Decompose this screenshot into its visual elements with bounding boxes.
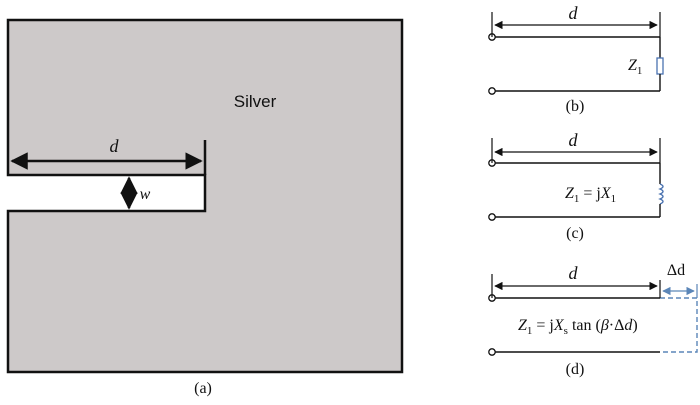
impedance-icon (656, 57, 664, 75)
input-port-bottom (488, 213, 496, 221)
slot-width-symbol: w (140, 186, 151, 203)
load-label: Z1 (628, 57, 642, 77)
caption-d: (d) (566, 361, 585, 378)
panel-d: d Δd Z1 = jXs tan (β·Δd) (d) (488, 262, 698, 378)
silver-label: Silver (234, 92, 277, 111)
caption-c: (c) (566, 225, 584, 242)
input-port-bottom (488, 348, 496, 356)
inductor-icon (658, 183, 664, 205)
panel-a: Silver d w (a) (6, 18, 404, 397)
panel-c: d Z1 = jX1 (c) (488, 130, 664, 242)
slot-length-symbol: d (110, 136, 120, 156)
silver-plate-with-slot (6, 18, 404, 374)
load-equation: Z1 = jX1 (565, 185, 616, 205)
extension-dashed-line (660, 297, 698, 353)
load-equation: Z1 = jXs tan (β·Δd) (518, 317, 638, 337)
length-symbol: d (569, 130, 579, 150)
caption-a: (a) (194, 380, 212, 397)
length-symbol: d (569, 263, 579, 283)
panel-b: d Z1 (b) (488, 3, 664, 115)
input-port-bottom (488, 87, 496, 95)
caption-b: (b) (566, 98, 585, 115)
length-symbol: d (569, 3, 579, 23)
delta-symbol: Δd (667, 262, 685, 279)
